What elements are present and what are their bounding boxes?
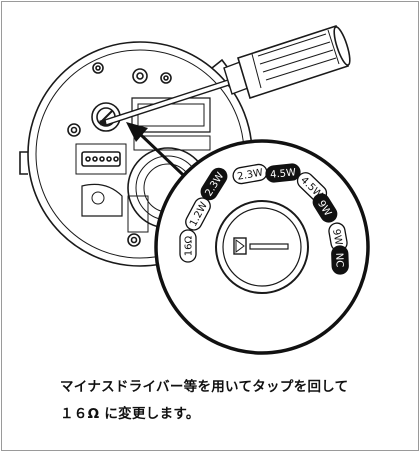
terminal-block (75, 143, 127, 175)
dial-label-4-5w-active: 4.5W (265, 163, 301, 183)
dial-label-16-ohm: 16Ω (179, 229, 197, 263)
instruction-caption: マイナスドライバー等を用いてタップを回して １６Ω に変更します。 (60, 374, 400, 428)
svg-text:16Ω: 16Ω (184, 235, 195, 256)
flathead-screwdriver (99, 24, 351, 126)
tap-knob-indicator (233, 237, 289, 255)
side-plate (127, 195, 149, 233)
tap-dial-zoom: 1.2W 2.3W 2.3W 4.5W 4.5W 9W (154, 139, 370, 355)
screw-boss-topleft (92, 62, 104, 74)
dial-label-9w: 9W (328, 222, 348, 252)
tap-knob-inner (222, 207, 302, 287)
svg-text:2.3W: 2.3W (237, 167, 264, 182)
caption-line-1: マイナスドライバー等を用いてタップを回して (60, 379, 349, 395)
screw-boss-top (132, 68, 148, 84)
dial-label-nc-active: NC (331, 245, 349, 275)
housing-clip-left (19, 151, 28, 175)
screw-boss-bottom (127, 233, 141, 247)
screwdriver-tip (99, 119, 107, 126)
screw-boss-topright (160, 72, 172, 84)
housing-clip-top (211, 58, 229, 69)
screwdriver-handle (237, 24, 349, 100)
screw-boss-left (67, 123, 81, 137)
svg-text:NC: NC (333, 253, 344, 268)
svg-text:9W: 9W (330, 228, 344, 246)
lower-bracket (81, 183, 123, 217)
speaker-housing (19, 41, 253, 267)
screwdriver-end-cap (333, 26, 351, 66)
svg-text:4.5W: 4.5W (270, 167, 297, 181)
bracket-plate (133, 135, 211, 151)
tap-knob-outer (215, 200, 309, 294)
transformer-core (137, 103, 205, 127)
caption-line-2: １６Ω に変更します。 (60, 406, 200, 422)
dial-label-9w-active: 9W (312, 193, 338, 223)
lower-bracket-screw (91, 191, 105, 205)
speaker-tap-illustration: 1.2W 2.3W 2.3W 4.5W 4.5W 9W (19, 24, 370, 355)
dial-label-2-3w: 2.3W (232, 163, 268, 185)
screwdriver-handle-grooves (251, 29, 340, 89)
